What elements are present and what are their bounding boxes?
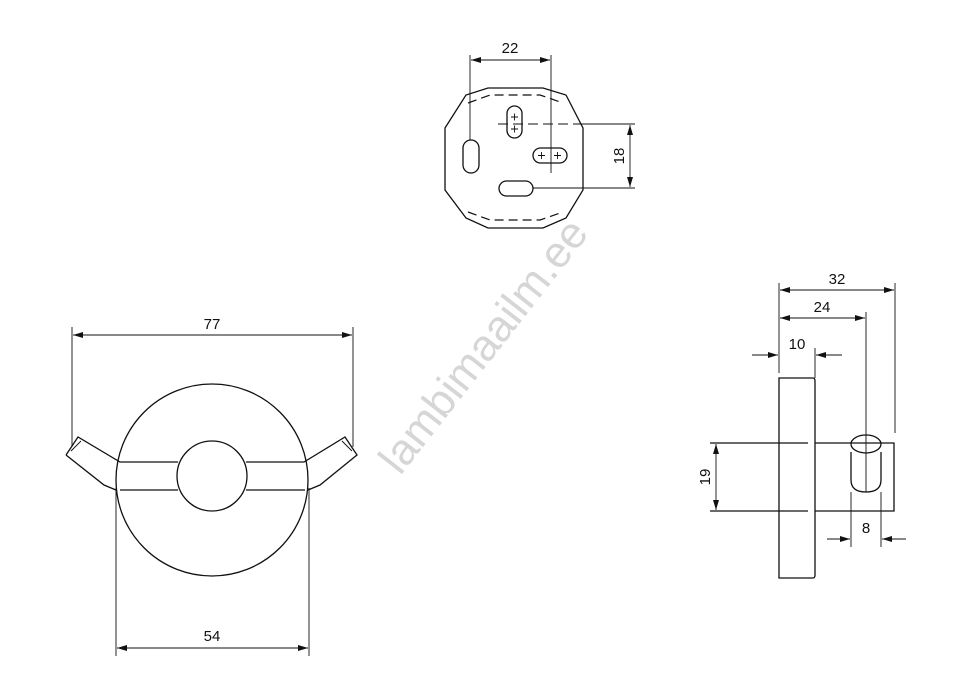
watermark: lambimaailm.ee <box>369 210 597 483</box>
top-view: 22 18 <box>444 40 635 229</box>
dim-depth-label: 32 <box>829 271 846 288</box>
dim-height-label: 18 <box>611 148 628 165</box>
dim-overall-width-label: 77 <box>204 316 221 333</box>
dim-pin-diameter-label: 8 <box>862 520 870 537</box>
front-view: 77 54 <box>65 316 358 656</box>
dim-hook-center-label: 24 <box>814 299 831 316</box>
dim-base-diameter-label: 54 <box>204 628 221 645</box>
dim-base-thickness-label: 10 <box>789 336 806 353</box>
dim-width-label: 22 <box>502 40 519 57</box>
dim-hook-height-label: 19 <box>697 469 714 486</box>
side-view: 32 24 10 19 8 <box>697 271 906 579</box>
